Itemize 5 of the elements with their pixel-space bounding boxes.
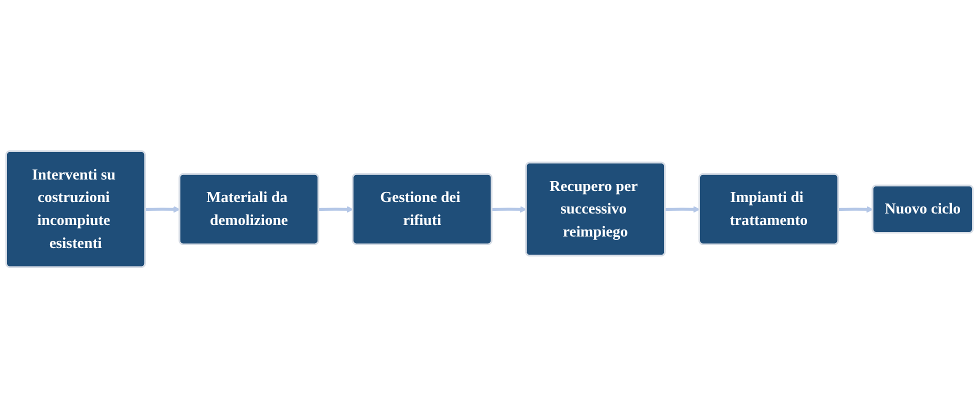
arrow <box>318 206 354 213</box>
arrow <box>492 206 527 213</box>
arrow <box>665 206 700 213</box>
arrow <box>145 206 180 213</box>
arrow <box>838 206 874 213</box>
